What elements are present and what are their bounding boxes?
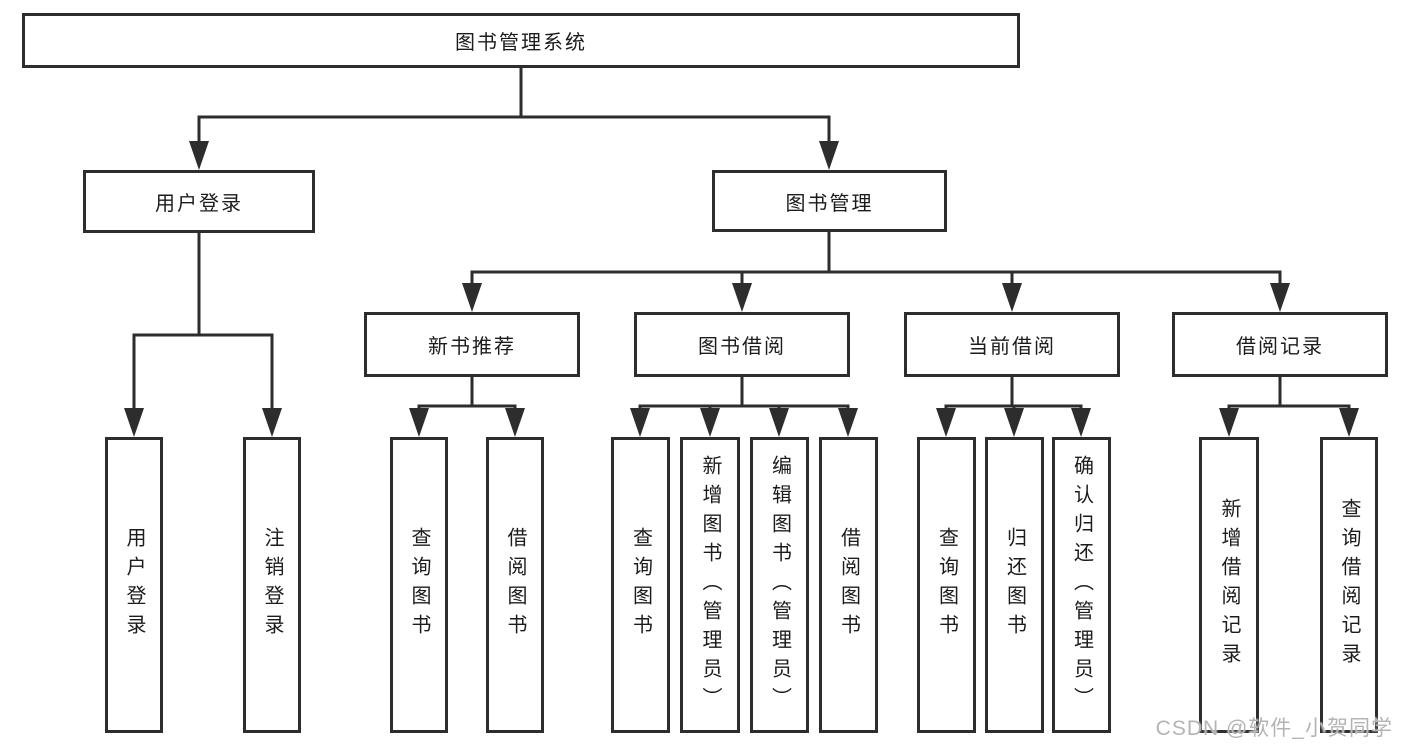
- leaf-query-books-recommend-label: 查询图书: [408, 527, 430, 643]
- node-current-borrow: 当前借阅: [904, 312, 1120, 377]
- leaf-borrow-books: 借阅图书: [819, 437, 878, 733]
- leaf-query-borrow-record: 查询借阅记录: [1320, 437, 1378, 733]
- leaf-user-login-label: 用户登录: [123, 527, 145, 643]
- leaf-confirm-return-admin: 确认归还（管理员）: [1052, 437, 1111, 733]
- leaf-query-books-recommend: 查询图书: [390, 437, 448, 733]
- node-book-borrow-label: 图书借阅: [698, 336, 786, 358]
- node-current-borrow-label: 当前借阅: [968, 336, 1056, 358]
- node-book-borrow: 图书借阅: [634, 312, 850, 377]
- leaf-query-books-current: 查询图书: [917, 437, 976, 733]
- node-user-login: 用户登录: [83, 170, 315, 233]
- leaf-add-book-admin-label: 新增图书（管理员）: [699, 454, 721, 716]
- node-new-book-recommend-label: 新书推荐: [428, 336, 516, 358]
- leaf-add-book-admin: 新增图书（管理员）: [680, 437, 740, 733]
- leaf-logout-label: 注销登录: [261, 527, 283, 643]
- leaf-add-borrow-record: 新增借阅记录: [1199, 437, 1259, 733]
- node-borrow-records: 借阅记录: [1172, 312, 1388, 377]
- node-user-login-label: 用户登录: [155, 193, 243, 215]
- node-root-label: 图书管理系统: [455, 32, 587, 54]
- arrowhead-icons: [124, 141, 1359, 437]
- leaf-return-book: 归还图书: [985, 437, 1044, 733]
- leaf-return-book-label: 归还图书: [1003, 527, 1026, 643]
- node-book-management-label: 图书管理: [785, 192, 874, 215]
- leaf-query-borrow-record-label: 查询借阅记录: [1338, 498, 1360, 672]
- node-new-book-recommend: 新书推荐: [364, 312, 580, 377]
- leaf-edit-book-admin: 编辑图书（管理员）: [750, 437, 809, 733]
- node-borrow-records-label: 借阅记录: [1236, 336, 1324, 358]
- node-book-management: 图书管理: [712, 170, 947, 232]
- watermark: CSDN @软件_小贺同学: [1155, 717, 1393, 740]
- leaf-add-borrow-record-label: 新增借阅记录: [1218, 498, 1240, 672]
- leaf-borrow-books-recommend: 借阅图书: [486, 437, 544, 733]
- leaf-borrow-books-label: 借阅图书: [837, 527, 860, 643]
- leaf-query-books-current-label: 查询图书: [935, 527, 958, 643]
- node-root: 图书管理系统: [22, 13, 1020, 68]
- leaf-user-login: 用户登录: [105, 437, 163, 733]
- leaf-borrow-books-recommend-label: 借阅图书: [504, 527, 526, 643]
- leaf-confirm-return-admin-label: 确认归还（管理员）: [1070, 454, 1093, 716]
- leaf-logout: 注销登录: [243, 437, 301, 733]
- leaf-query-books-borrow: 查询图书: [611, 437, 670, 733]
- leaf-query-books-borrow-label: 查询图书: [629, 527, 652, 643]
- leaf-edit-book-admin-label: 编辑图书（管理员）: [768, 454, 791, 716]
